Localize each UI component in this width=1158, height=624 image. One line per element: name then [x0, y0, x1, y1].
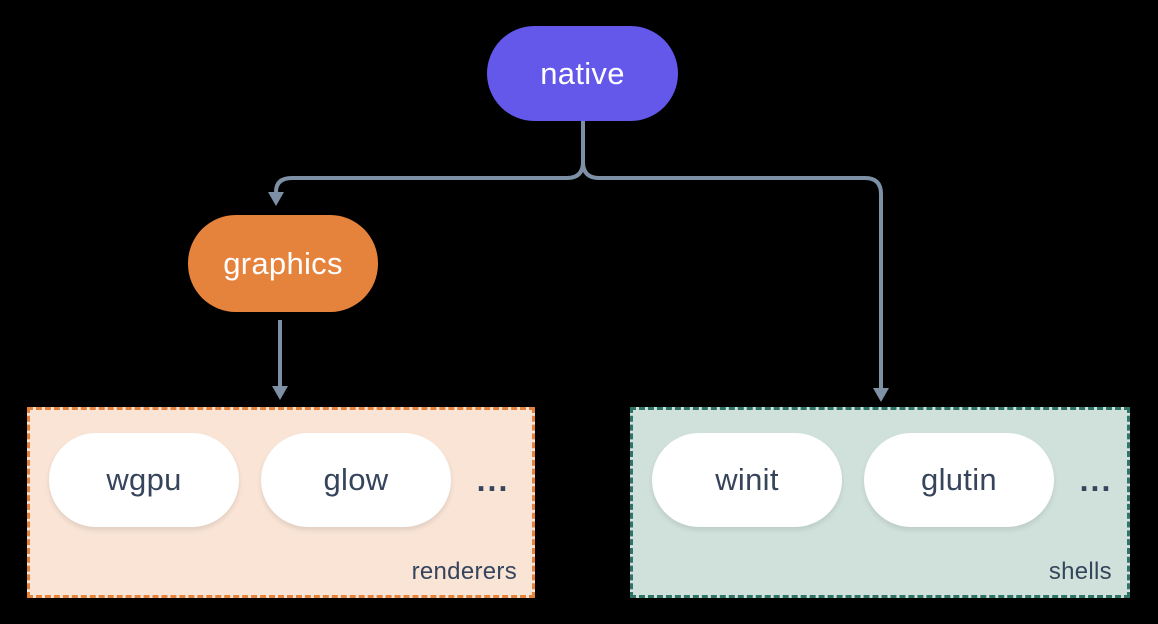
- node-glow: glow: [261, 433, 451, 527]
- node-glutin: glutin: [864, 433, 1054, 527]
- more-renderers-indicator: ...: [476, 461, 510, 498]
- arrowhead-shells: [873, 388, 889, 402]
- more-shells-indicator: ...: [1079, 461, 1113, 498]
- group-renderers: wgpu glow ... renderers: [27, 407, 535, 598]
- node-wgpu: wgpu: [49, 433, 239, 527]
- connector-native-to-graphics: [274, 121, 585, 194]
- node-native-label: native: [540, 55, 625, 91]
- node-winit: winit: [652, 433, 842, 527]
- arrowhead-graphics: [268, 192, 284, 206]
- node-native: native: [487, 26, 678, 121]
- node-glow-label: glow: [323, 462, 389, 497]
- node-graphics-label: graphics: [223, 245, 343, 281]
- group-label-shells: shells: [1048, 558, 1112, 585]
- node-glutin-label: glutin: [921, 462, 997, 497]
- group-label-renderers: renderers: [411, 558, 517, 585]
- group-shells: winit glutin ... shells: [630, 407, 1130, 598]
- node-wgpu-label: wgpu: [106, 462, 182, 497]
- connector-native-to-shells: [581, 121, 883, 389]
- arrowhead-renderers: [272, 386, 288, 400]
- node-winit-label: winit: [715, 462, 779, 497]
- node-graphics: graphics: [188, 215, 378, 312]
